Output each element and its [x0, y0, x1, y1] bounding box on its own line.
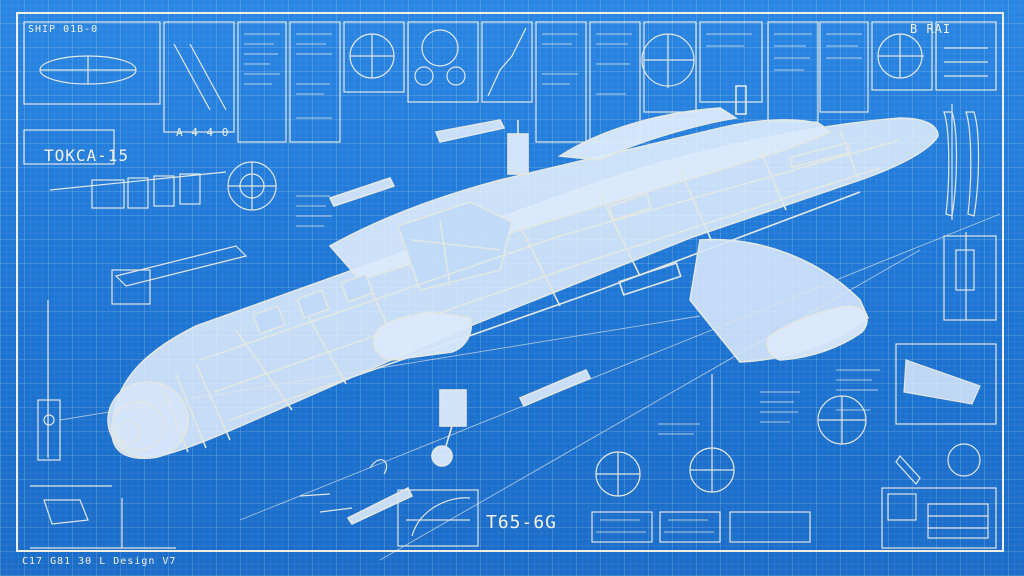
- designation-label: TOKCA-15: [44, 146, 130, 165]
- drawing-stamp-label: C17 G81 30 L Design V7: [22, 556, 177, 567]
- construction-lines: [59, 213, 1001, 561]
- corner-code-label: B RAI: [910, 22, 952, 36]
- model-number-label: T65-6G: [486, 512, 558, 533]
- left-details: [23, 129, 277, 549]
- note-lines: [244, 33, 880, 533]
- bottom-details: [299, 374, 811, 547]
- top-info-panels: [23, 21, 997, 143]
- spaceship-hull: [107, 85, 939, 526]
- right-details: [817, 104, 997, 549]
- drawing-frame: [16, 12, 1004, 552]
- title-block-label: SHIP 01B-0: [28, 24, 99, 35]
- scale-digits-label: A 4 4 0: [176, 126, 230, 139]
